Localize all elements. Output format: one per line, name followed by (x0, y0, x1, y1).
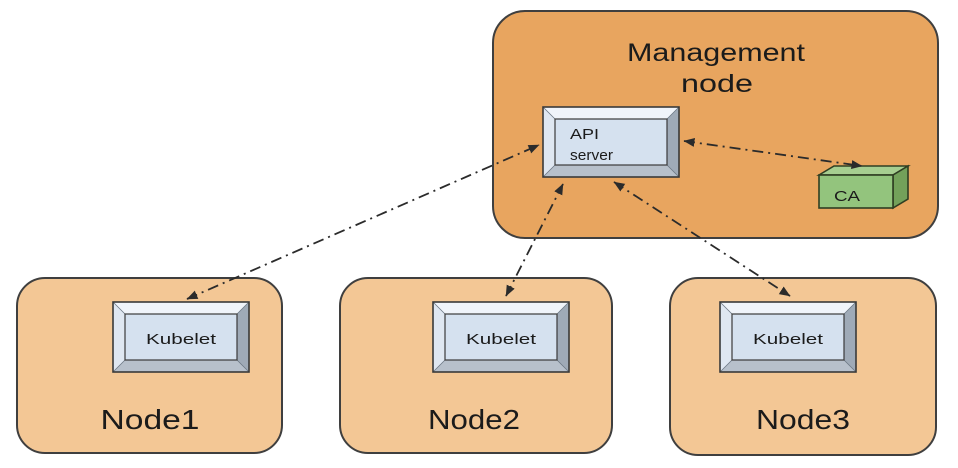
management-node-label-line2: node (681, 70, 753, 98)
ca-box: CA (816, 164, 911, 210)
node2-label: Node2 (428, 404, 520, 435)
arrow-kubelet2-api-server (505, 183, 564, 297)
arrow-kubelet1-api-server (186, 144, 540, 300)
node3-label: Node3 (756, 404, 850, 435)
kubelet3-label: Kubelet (753, 331, 824, 348)
ca-box-front-face (818, 174, 894, 209)
ca-label: CA (834, 188, 860, 205)
management-node-label-line1: Management (627, 39, 805, 67)
api-server-box (542, 106, 680, 178)
node1-label: Node1 (101, 404, 200, 435)
api-server-label-line1: API (570, 126, 599, 143)
arrow-api-server-ca (683, 138, 863, 169)
kubelet2-label: Kubelet (466, 331, 537, 348)
kubelet1-label: Kubelet (146, 331, 217, 348)
api-server-label-line2: server (570, 147, 613, 164)
